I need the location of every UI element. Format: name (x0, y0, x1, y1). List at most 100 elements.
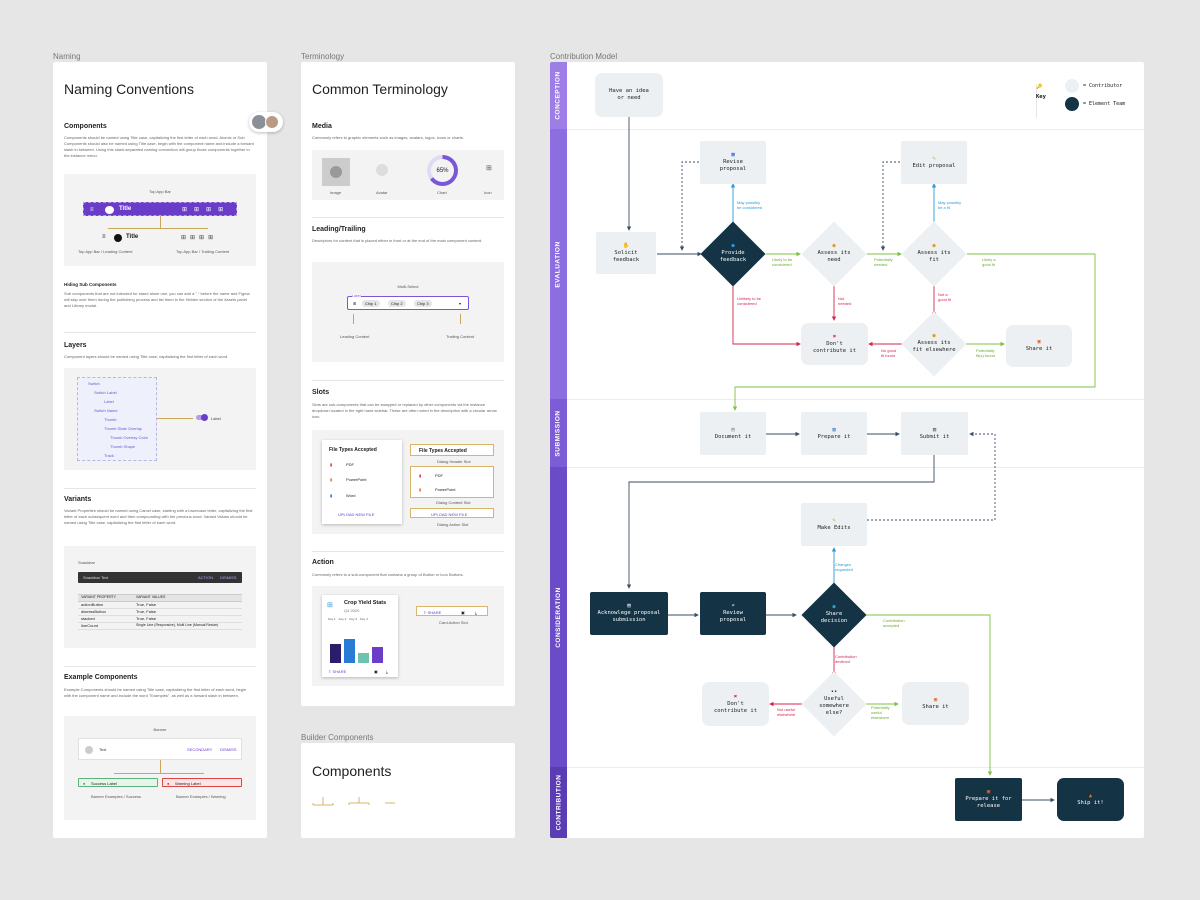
share-icon: ⇪ (328, 669, 332, 674)
action-heading: Action (312, 559, 334, 566)
file-icon: ▮ (330, 493, 333, 498)
examples-heading: Example Components (64, 674, 138, 681)
save-icon[interactable]: ▣ (461, 610, 465, 615)
upload-button[interactable]: UPLOAD NEW FILE (431, 512, 468, 517)
action-button[interactable]: ACTION (198, 575, 214, 580)
file-icon: ▮ (330, 462, 333, 467)
close-icon: ✖ (733, 693, 738, 700)
pencil-icon: ✎ (832, 517, 836, 524)
layers-desc: Component layers should be named using T… (64, 354, 229, 359)
chip[interactable]: Chip 2 (388, 300, 406, 307)
download-icon[interactable]: ⤓ (386, 669, 388, 674)
frame-label-naming: Naming (53, 52, 81, 61)
chart-icon: 65% (427, 155, 458, 186)
node-share-1[interactable]: ▣Share it (1006, 325, 1072, 367)
info-icon (85, 746, 93, 754)
node-prepare[interactable]: ▥Prepare it (801, 412, 867, 455)
secondary-button[interactable]: SECONDARY (187, 747, 213, 752)
avatar-icon (376, 164, 388, 176)
switch-toggle[interactable] (196, 414, 208, 421)
package-icon: ▣ (986, 789, 991, 795)
layer-item[interactable]: Switch (88, 381, 100, 386)
contributor-swatch (1065, 79, 1079, 93)
check-icon: ● (83, 781, 86, 786)
dismiss-button[interactable]: DISMISS (220, 575, 237, 580)
node-document[interactable]: ▤Document it (700, 412, 766, 455)
chat-icon: ● (832, 604, 836, 610)
layer-item[interactable]: Switch Name (94, 408, 118, 413)
chevron-down-icon[interactable]: ▾ (459, 301, 462, 306)
save-icon[interactable]: ▣ (374, 669, 378, 674)
top-app-bar: ≡ Title ⊞⊞⊞⊞ (83, 202, 237, 216)
caption: Banner Examples / Success (91, 794, 142, 799)
node-submit[interactable]: ▧Submit it (901, 412, 968, 455)
success-banner: ●Success Label (78, 778, 158, 787)
builder-panel: Components (301, 743, 515, 838)
frame-label-contribution: Contribution Model (550, 52, 618, 61)
share-button[interactable]: ⇪ SHARE (328, 669, 347, 674)
grid-icon: ⊞ (327, 602, 333, 609)
pencil-icon: ✎ (932, 155, 936, 162)
layer-item[interactable]: Thumb Overlay Color (110, 435, 149, 440)
content-slot: ▮PDF ▮PowerPoint (410, 466, 494, 498)
components-heading: Components (64, 123, 107, 130)
layer-item[interactable]: Thumb (104, 417, 117, 422)
chat-icon: ● (731, 243, 735, 249)
node-ship[interactable]: ▲Ship it! (1057, 778, 1124, 821)
menu-icon: ≡ (102, 234, 106, 240)
chip[interactable]: Chip 1 (362, 300, 380, 307)
layer-item[interactable]: Thumb Shape (110, 444, 136, 449)
layer-item[interactable]: Track (104, 453, 114, 458)
hiding-desc: Sub components that are not intended for… (64, 291, 250, 308)
layer-item[interactable]: Label (104, 399, 114, 404)
thinking-icon: ● (932, 333, 936, 339)
action-slot: UPLOAD NEW FILE (410, 508, 494, 518)
multiselect-field[interactable]: Label ⊞ Chip 1 Chip 2 Chip 3 ▾ (347, 294, 469, 310)
chip[interactable]: Chip 3 (414, 300, 432, 307)
grid-icon: ⊞ (353, 301, 357, 306)
key-team: = Element Team (1083, 101, 1126, 107)
contribution-panel: CONCEPTION EVALUATION SUBMISSION CONSIDE… (550, 62, 1144, 838)
band-evaluation: EVALUATION (550, 129, 567, 399)
file-icon: ▮ (419, 487, 422, 492)
key-contributor: = Contributor (1083, 83, 1123, 89)
media-demo: 65% ⊞ Image Avatar Chart Icon (312, 150, 504, 200)
file-icon: ▮ (330, 477, 333, 482)
hiding-heading: Hiding Sub Components (64, 282, 117, 287)
dismiss-button[interactable]: DISMISS (220, 747, 237, 752)
avatar-group[interactable] (249, 112, 283, 132)
banner-text: Text (99, 747, 107, 752)
node-make-edits[interactable]: ✎Make Edits (801, 503, 867, 546)
layers-heading: Layers (64, 342, 87, 349)
gift-icon: ▣ (933, 696, 938, 703)
calendar-icon: ▦ (731, 152, 735, 158)
upload-button[interactable]: UPLOAD NEW FILE (338, 512, 375, 517)
hand-icon: ✋ (622, 242, 630, 249)
layer-item[interactable]: Thumb State Overlay (104, 426, 142, 431)
node-edit[interactable]: ✎Edit proposal (901, 141, 967, 184)
snackbar-text: Snackbar Text (83, 575, 109, 580)
layer-item[interactable]: Switch Label (94, 390, 117, 395)
image-icon (322, 158, 350, 186)
download-icon[interactable]: ⤓ (475, 610, 477, 615)
switch-label: Label (211, 416, 221, 421)
share-button[interactable]: ⇪ SHARE (423, 610, 442, 615)
frame-label-terminology: Terminology (301, 52, 345, 61)
demo-label: Top App Bar (149, 189, 171, 194)
node-share-2[interactable]: ▣Share it (902, 682, 969, 725)
